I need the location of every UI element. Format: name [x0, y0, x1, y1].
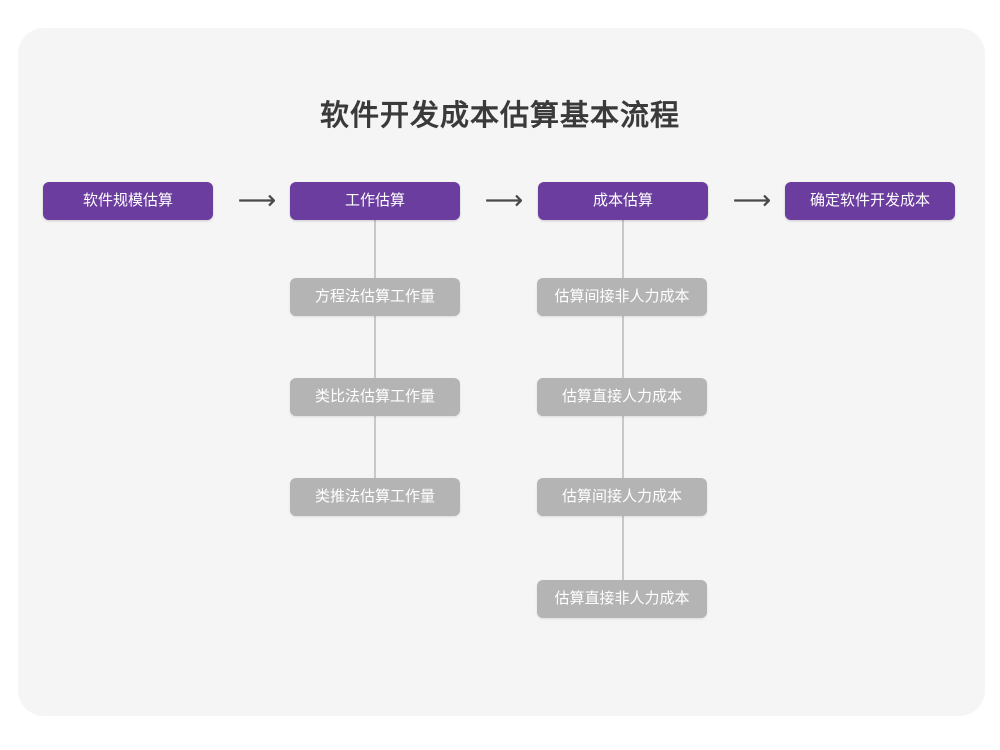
flow-node-step-3[interactable]: 成本估算 — [538, 182, 708, 220]
diagram-card — [18, 28, 985, 716]
branch-node-1-1[interactable]: 方程法估算工作量 — [290, 278, 460, 316]
branch-node-1-2[interactable]: 类比法估算工作量 — [290, 378, 460, 416]
flow-arrow-2: ⟶ — [484, 185, 524, 215]
flow-arrow-1: ⟶ — [237, 185, 277, 215]
branch-node-2-2[interactable]: 估算直接人力成本 — [537, 378, 707, 416]
flow-node-step-1[interactable]: 软件规模估算 — [43, 182, 213, 220]
flow-node-step-2[interactable]: 工作估算 — [290, 182, 460, 220]
page-title: 软件开发成本估算基本流程 — [319, 100, 680, 132]
branch-node-2-3[interactable]: 估算间接人力成本 — [537, 478, 707, 516]
branch-node-2-4[interactable]: 估算直接非人力成本 — [537, 580, 707, 618]
connector-line-branch-1 — [374, 208, 376, 498]
branch-node-2-1[interactable]: 估算间接非人力成本 — [537, 278, 707, 316]
branch-node-1-3[interactable]: 类推法估算工作量 — [290, 478, 460, 516]
flow-node-step-4[interactable]: 确定软件开发成本 — [785, 182, 955, 220]
flow-arrow-3: ⟶ — [732, 185, 772, 215]
